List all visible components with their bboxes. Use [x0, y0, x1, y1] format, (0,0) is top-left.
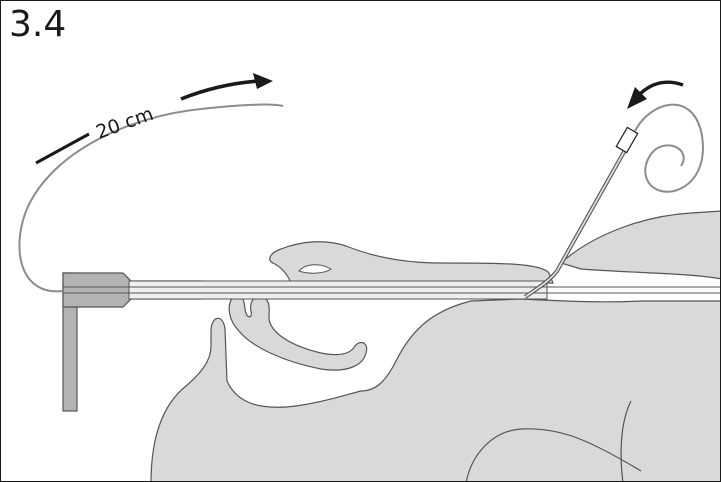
- length-label: 20 cm: [93, 103, 156, 144]
- epiglottis: [229, 296, 366, 371]
- direction-arrow-right: [639, 82, 683, 95]
- coiled-wire: [635, 105, 703, 192]
- guidewire-loop: [19, 105, 283, 292]
- direction-arrow-left: [181, 81, 259, 99]
- arrowhead-left: [253, 73, 273, 89]
- catheter-hub: [616, 127, 637, 152]
- tube-body: [129, 281, 547, 299]
- operator-hand: [270, 242, 553, 283]
